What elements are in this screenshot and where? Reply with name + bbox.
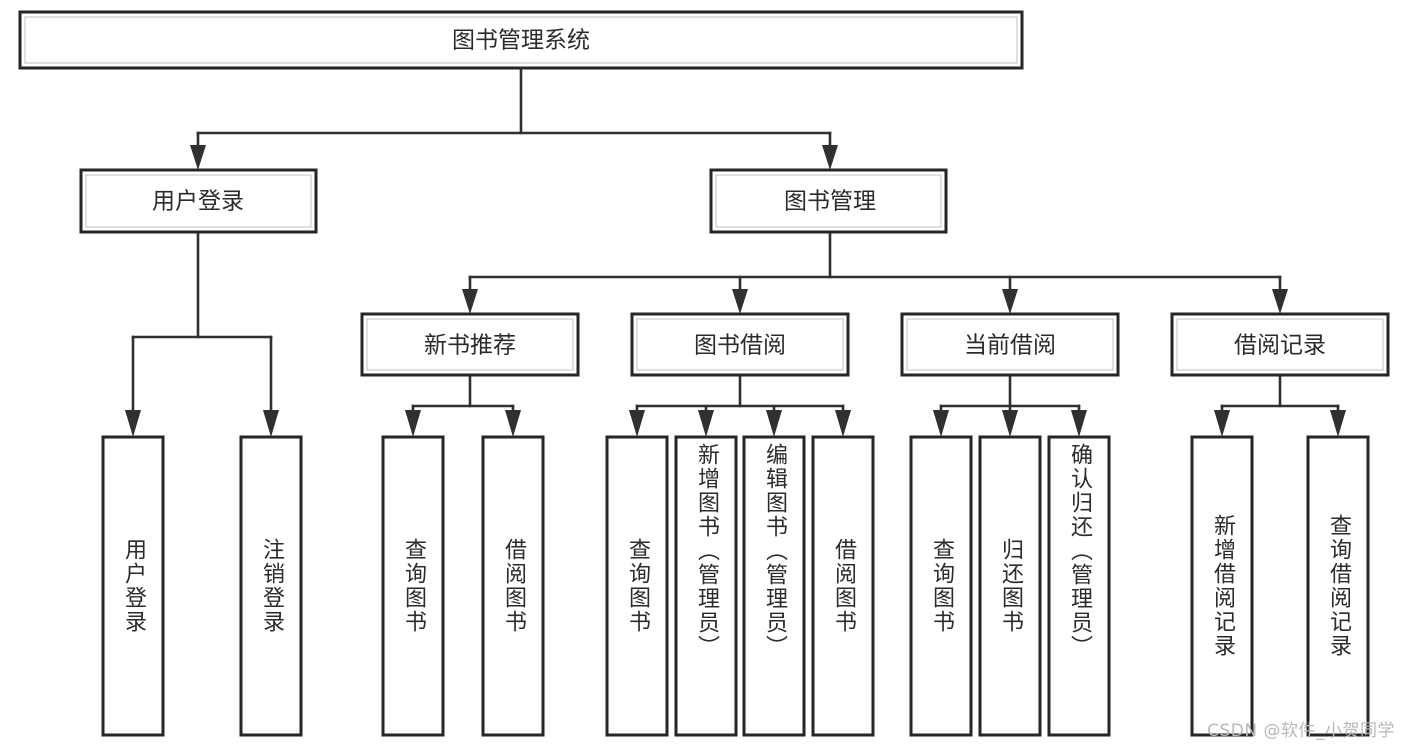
node-current-borrow-label: 当前借阅: [964, 333, 1056, 359]
arrow-to-leaf-query-record: [1330, 410, 1346, 437]
arrow-to-leaf-return-book: [1002, 410, 1018, 437]
connector-group-borrow-record: [1214, 373, 1346, 437]
node-borrow-record-rect[interactable]: [1170, 312, 1390, 377]
node-new-book-recommend-label: 新书推荐: [424, 333, 516, 359]
connector-group-new-book-recommend: [405, 373, 521, 437]
node-borrow-record-label: 借阅记录: [1234, 333, 1326, 359]
node-book-manage-label: 图书管理: [784, 189, 876, 215]
arrow-to-leaf-query-book-2: [629, 410, 645, 437]
node-new-book-recommend-rect-inner: [366, 318, 574, 371]
node-root-rect-inner: [24, 16, 1018, 64]
arrow-to-book-borrow: [732, 289, 748, 314]
arrow-to-leaf-borrow-book-2: [835, 410, 851, 437]
node-book-manage-rect[interactable]: [709, 168, 948, 234]
arrow-root-to-user-login: [190, 145, 206, 170]
leaf-rect-confirm-return[interactable]: [1047, 435, 1111, 737]
node-borrow-record[interactable]: 借阅记录: [1170, 312, 1390, 377]
node-book-borrow-rect-inner: [636, 318, 844, 371]
node-book-borrow[interactable]: 图书借阅: [630, 312, 850, 377]
leaf-rect-query-book-3[interactable]: [909, 435, 973, 737]
leaf-rect-query-book-1[interactable]: [381, 435, 445, 737]
connector-group-book-borrow: [629, 373, 851, 437]
arrow-to-borrow-record: [1272, 289, 1288, 314]
arrow-to-leaf-add-book: [698, 410, 714, 437]
csdn-watermark: CSDN @软件_小贺同学: [1207, 721, 1395, 741]
connector-group-root: [190, 66, 838, 170]
node-root[interactable]: 图书管理系统: [18, 10, 1024, 70]
node-root-rect[interactable]: [18, 10, 1024, 70]
arrow-root-to-book-manage: [822, 145, 838, 170]
arrow-to-leaf-borrow-book-1: [505, 410, 521, 437]
arrow-to-leaf-confirm-return: [1071, 410, 1087, 437]
leaf-rect-add-book[interactable]: [674, 435, 738, 737]
node-book-borrow-label: 图书借阅: [694, 333, 786, 359]
node-user-login-label: 用户登录: [152, 189, 244, 215]
arrow-to-leaf-edit-book: [766, 410, 782, 437]
node-new-book-recommend[interactable]: 新书推荐: [360, 312, 580, 377]
node-root-label: 图书管理系统: [452, 28, 590, 54]
leaf-rect-add-record[interactable]: [1190, 435, 1254, 737]
leaf-rect-edit-book[interactable]: [742, 435, 806, 737]
node-current-borrow-rect[interactable]: [900, 312, 1120, 377]
arrow-to-leaf-query-book-1: [405, 410, 421, 437]
node-current-borrow-rect-inner: [906, 318, 1114, 371]
leaf-rect-group: [101, 435, 1370, 737]
node-new-book-recommend-rect[interactable]: [360, 312, 580, 377]
node-current-borrow[interactable]: 当前借阅: [900, 312, 1120, 377]
node-book-borrow-rect[interactable]: [630, 312, 850, 377]
node-user-login[interactable]: 用户登录: [79, 168, 318, 234]
arrow-to-new-book-recommend: [462, 289, 478, 314]
arrow-to-current-borrow: [1002, 289, 1018, 314]
arrow-to-leaf-logout-login: [263, 410, 279, 437]
node-borrow-record-rect-inner: [1176, 318, 1384, 371]
leaf-rect-query-record[interactable]: [1306, 435, 1370, 737]
connector-group-current-borrow: [933, 373, 1087, 437]
leaf-rect-borrow-book-2[interactable]: [811, 435, 875, 737]
leaf-rect-logout-login[interactable]: [239, 435, 303, 737]
leaf-rect-borrow-book-1[interactable]: [481, 435, 545, 737]
leaf-rect-query-book-2[interactable]: [605, 435, 669, 737]
arrow-to-leaf-add-record: [1214, 410, 1230, 437]
node-book-manage[interactable]: 图书管理: [709, 168, 948, 234]
arrow-to-leaf-user-login: [125, 410, 141, 437]
node-book-manage-rect-inner: [715, 174, 942, 228]
connector-group-book-manage: [462, 230, 1288, 314]
leaf-rect-user-login[interactable]: [101, 435, 165, 737]
arrow-to-leaf-query-book-3: [933, 410, 949, 437]
leaf-rect-return-book[interactable]: [978, 435, 1042, 737]
connector-group-user-login: [125, 230, 279, 437]
node-user-login-rect[interactable]: [79, 168, 318, 234]
node-user-login-rect-inner: [85, 174, 312, 228]
